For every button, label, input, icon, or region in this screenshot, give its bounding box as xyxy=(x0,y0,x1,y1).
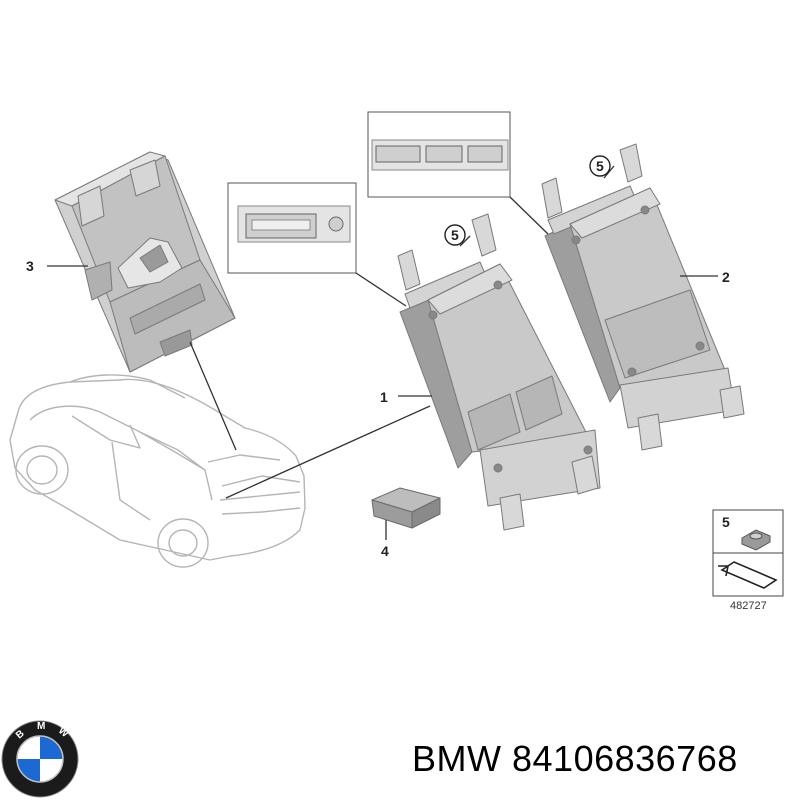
legend-box: 5 482727 xyxy=(712,509,784,612)
callout-label-2: 2 xyxy=(722,269,730,285)
leader-lines xyxy=(47,165,718,540)
svg-text:2: 2 xyxy=(722,269,730,285)
brand-label: BMW xyxy=(412,738,502,779)
svg-text:3: 3 xyxy=(26,258,34,274)
callout-label-1: 1 xyxy=(380,389,388,405)
callout-label-3: 3 xyxy=(26,258,34,274)
svg-text:5: 5 xyxy=(451,227,459,243)
svg-text:4: 4 xyxy=(381,543,389,559)
svg-text:1: 1 xyxy=(380,389,388,405)
module-part-3 xyxy=(54,151,236,373)
legend-code: 482727 xyxy=(730,600,767,612)
svg-text:5: 5 xyxy=(722,514,730,530)
connector-detail-box-1 xyxy=(227,182,357,274)
flat-arrow-icon xyxy=(718,561,778,589)
connector-detail-box-2 xyxy=(367,111,511,198)
module-part-1 xyxy=(397,213,601,531)
component-part-4 xyxy=(371,487,441,529)
callout-label-5-circle-a: 5 xyxy=(444,224,466,246)
part-caption: BMW 84106836768 xyxy=(412,738,738,780)
svg-text:M: M xyxy=(37,721,45,732)
module-part-2 xyxy=(541,143,745,451)
bmw-logo-icon: B M W xyxy=(1,720,79,798)
car-outline xyxy=(9,374,306,568)
nut-icon xyxy=(741,529,771,551)
svg-text:5: 5 xyxy=(596,158,604,174)
callout-label-4: 4 xyxy=(381,543,389,559)
callout-label-5-circle-b: 5 xyxy=(589,155,611,177)
part-number: 84106836768 xyxy=(512,738,738,779)
